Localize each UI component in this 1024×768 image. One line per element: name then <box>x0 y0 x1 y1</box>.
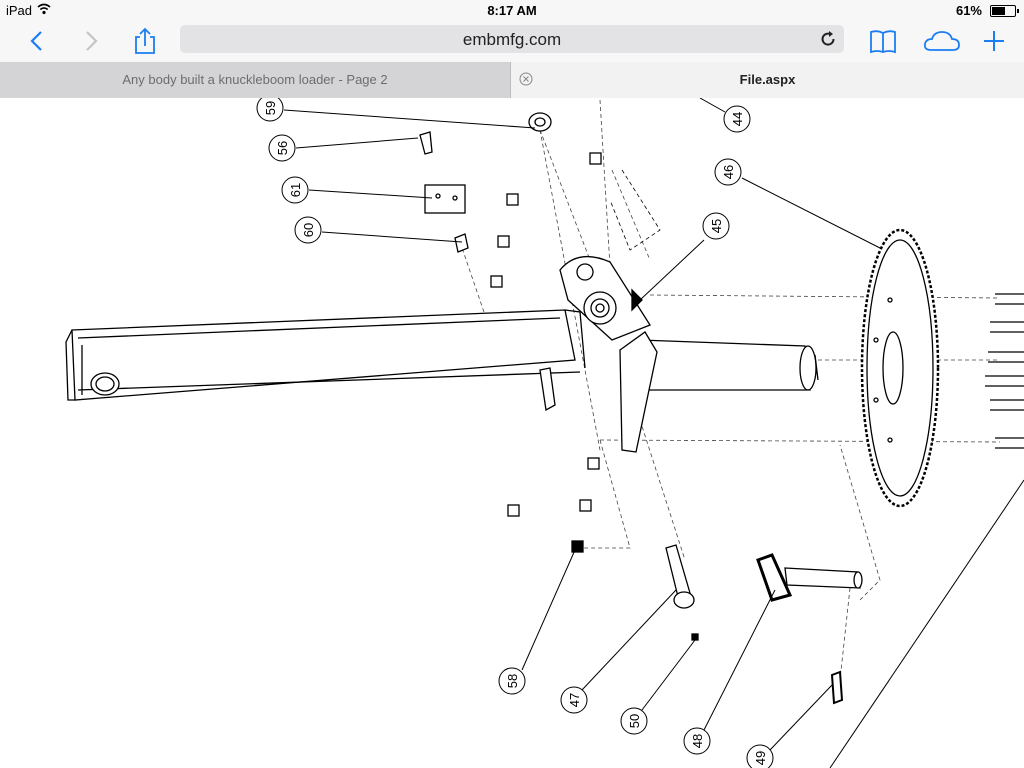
tab-label: Any body built a knuckleboom loader - Pa… <box>122 72 388 87</box>
reload-button[interactable] <box>818 29 838 49</box>
plus-icon <box>984 31 1004 51</box>
tab-close-button[interactable] <box>519 72 533 86</box>
callout-56: 56 <box>275 141 290 155</box>
reload-icon <box>821 31 835 46</box>
url-text: embmfg.com <box>462 30 562 49</box>
address-bar[interactable]: embmfg.com <box>180 25 844 53</box>
share-icon <box>135 27 155 54</box>
clock-time: 8:17 AM <box>487 3 537 18</box>
sprocket-gear <box>860 228 940 508</box>
hex-nuts <box>490 152 602 553</box>
forward-button[interactable] <box>74 24 108 58</box>
battery-icon <box>990 5 1019 17</box>
callout-47: 47 <box>567 693 582 707</box>
wheel-studs <box>985 293 1024 449</box>
device-name: iPad <box>6 3 33 18</box>
status-bar: iPad 8:17 AM 61% <box>0 0 1024 20</box>
battery-fill <box>992 7 1006 15</box>
bookmarks-button[interactable] <box>866 24 900 58</box>
tab-label: File.aspx <box>739 72 796 87</box>
icloud-tabs-button[interactable] <box>922 24 962 58</box>
back-icon <box>30 31 42 51</box>
tab-knuckleboom-loader[interactable]: Any body built a knuckleboom loader - Pa… <box>0 62 511 98</box>
callout-46: 46 <box>721 165 736 179</box>
callout-48: 48 <box>690 734 705 748</box>
wifi-icon <box>37 3 51 15</box>
callout-45: 45 <box>709 219 724 233</box>
small-hardware <box>419 112 552 253</box>
new-tab-button[interactable] <box>977 24 1011 58</box>
page-content[interactable]: 59 56 61 60 44 46 45 58 47 50 48 49 <box>0 98 1024 768</box>
battery-percentage: 61% <box>955 3 982 18</box>
callout-50: 50 <box>627 714 642 728</box>
callout-61: 61 <box>288 183 303 197</box>
share-button[interactable] <box>128 24 162 58</box>
callout-59: 59 <box>263 101 278 115</box>
boom-arm <box>65 255 819 453</box>
back-button[interactable] <box>20 24 54 58</box>
callout-49: 49 <box>753 751 768 765</box>
battery-nub <box>1017 9 1019 13</box>
browser-toolbar: embmfg.com <box>0 20 1024 62</box>
callout-44: 44 <box>730 112 745 126</box>
forward-icon <box>86 31 98 51</box>
close-icon <box>519 72 533 86</box>
bookmarks-icon <box>870 30 896 54</box>
callout-labels: 59 56 61 60 44 46 45 58 47 50 48 49 <box>256 98 774 768</box>
callout-58: 58 <box>505 674 520 688</box>
diagram-drawing: 59 56 61 60 44 46 45 58 47 50 48 49 <box>65 98 1024 768</box>
tab-bar: Any body built a knuckleboom loader - Pa… <box>0 62 1024 99</box>
tab-file-aspx[interactable]: File.aspx <box>511 62 1024 98</box>
cloud-icon <box>923 31 960 51</box>
lock-pins <box>665 544 863 705</box>
callout-60: 60 <box>301 223 316 237</box>
callout-leaders <box>283 98 1024 768</box>
